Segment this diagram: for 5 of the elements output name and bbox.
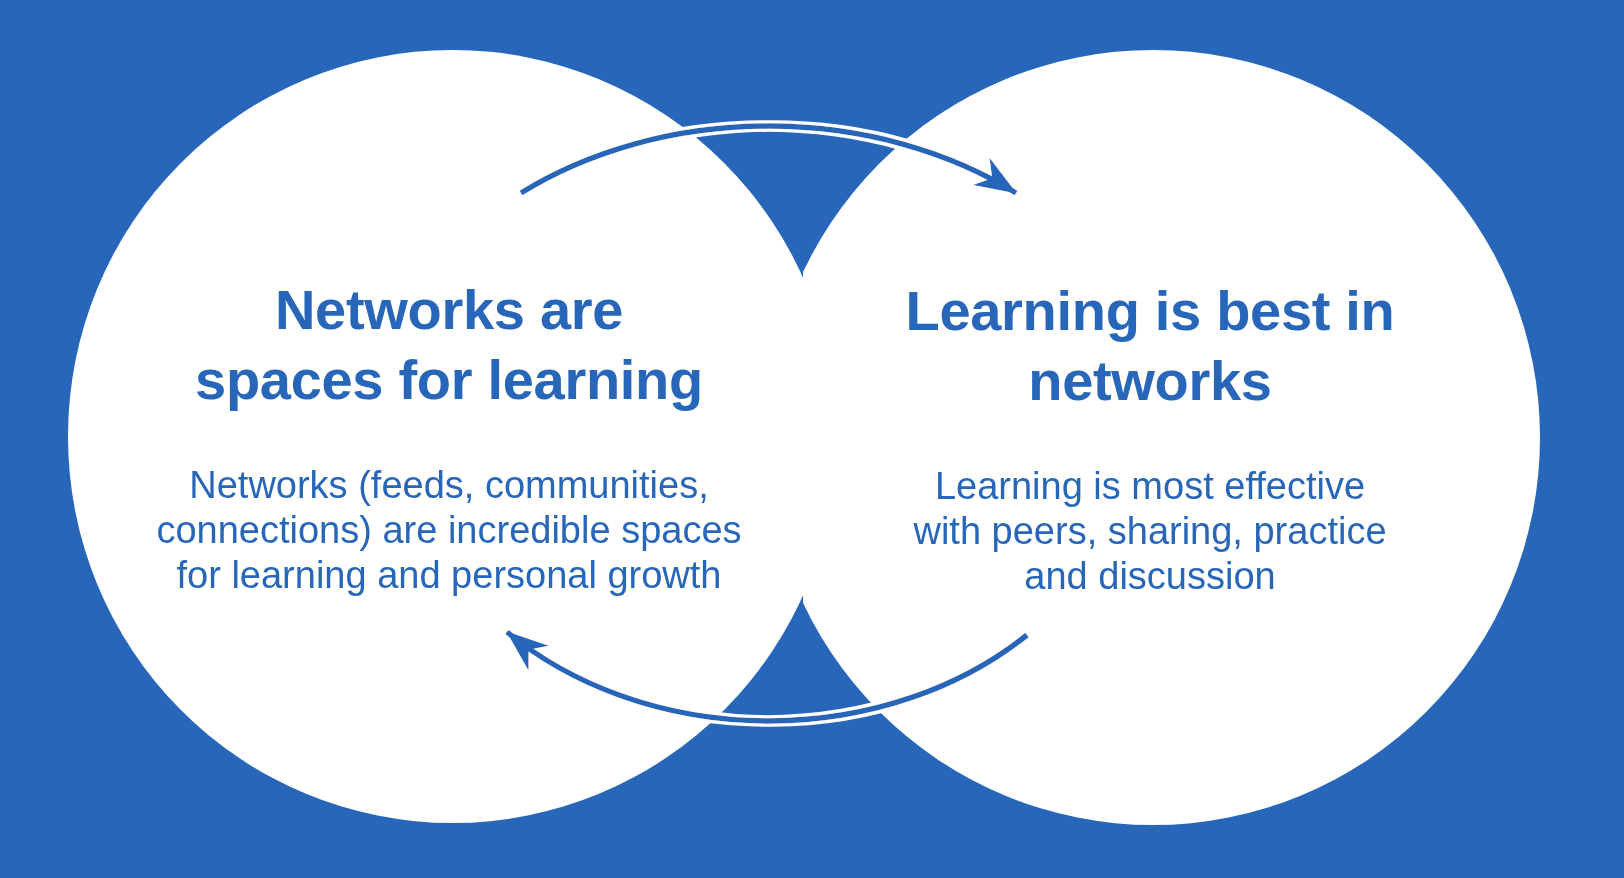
node-description: Learning is most effective with peers, sharing, practice and discussion bbox=[912, 464, 1388, 599]
node-description: Networks (feeds, communities, connections) are incredible spaces for learning and personal growth bbox=[155, 463, 743, 598]
node-heading: Networks are spaces for learning bbox=[194, 277, 704, 413]
node-heading: Learning is best in networks bbox=[904, 278, 1396, 414]
curved-arrow bbox=[505, 629, 1029, 724]
